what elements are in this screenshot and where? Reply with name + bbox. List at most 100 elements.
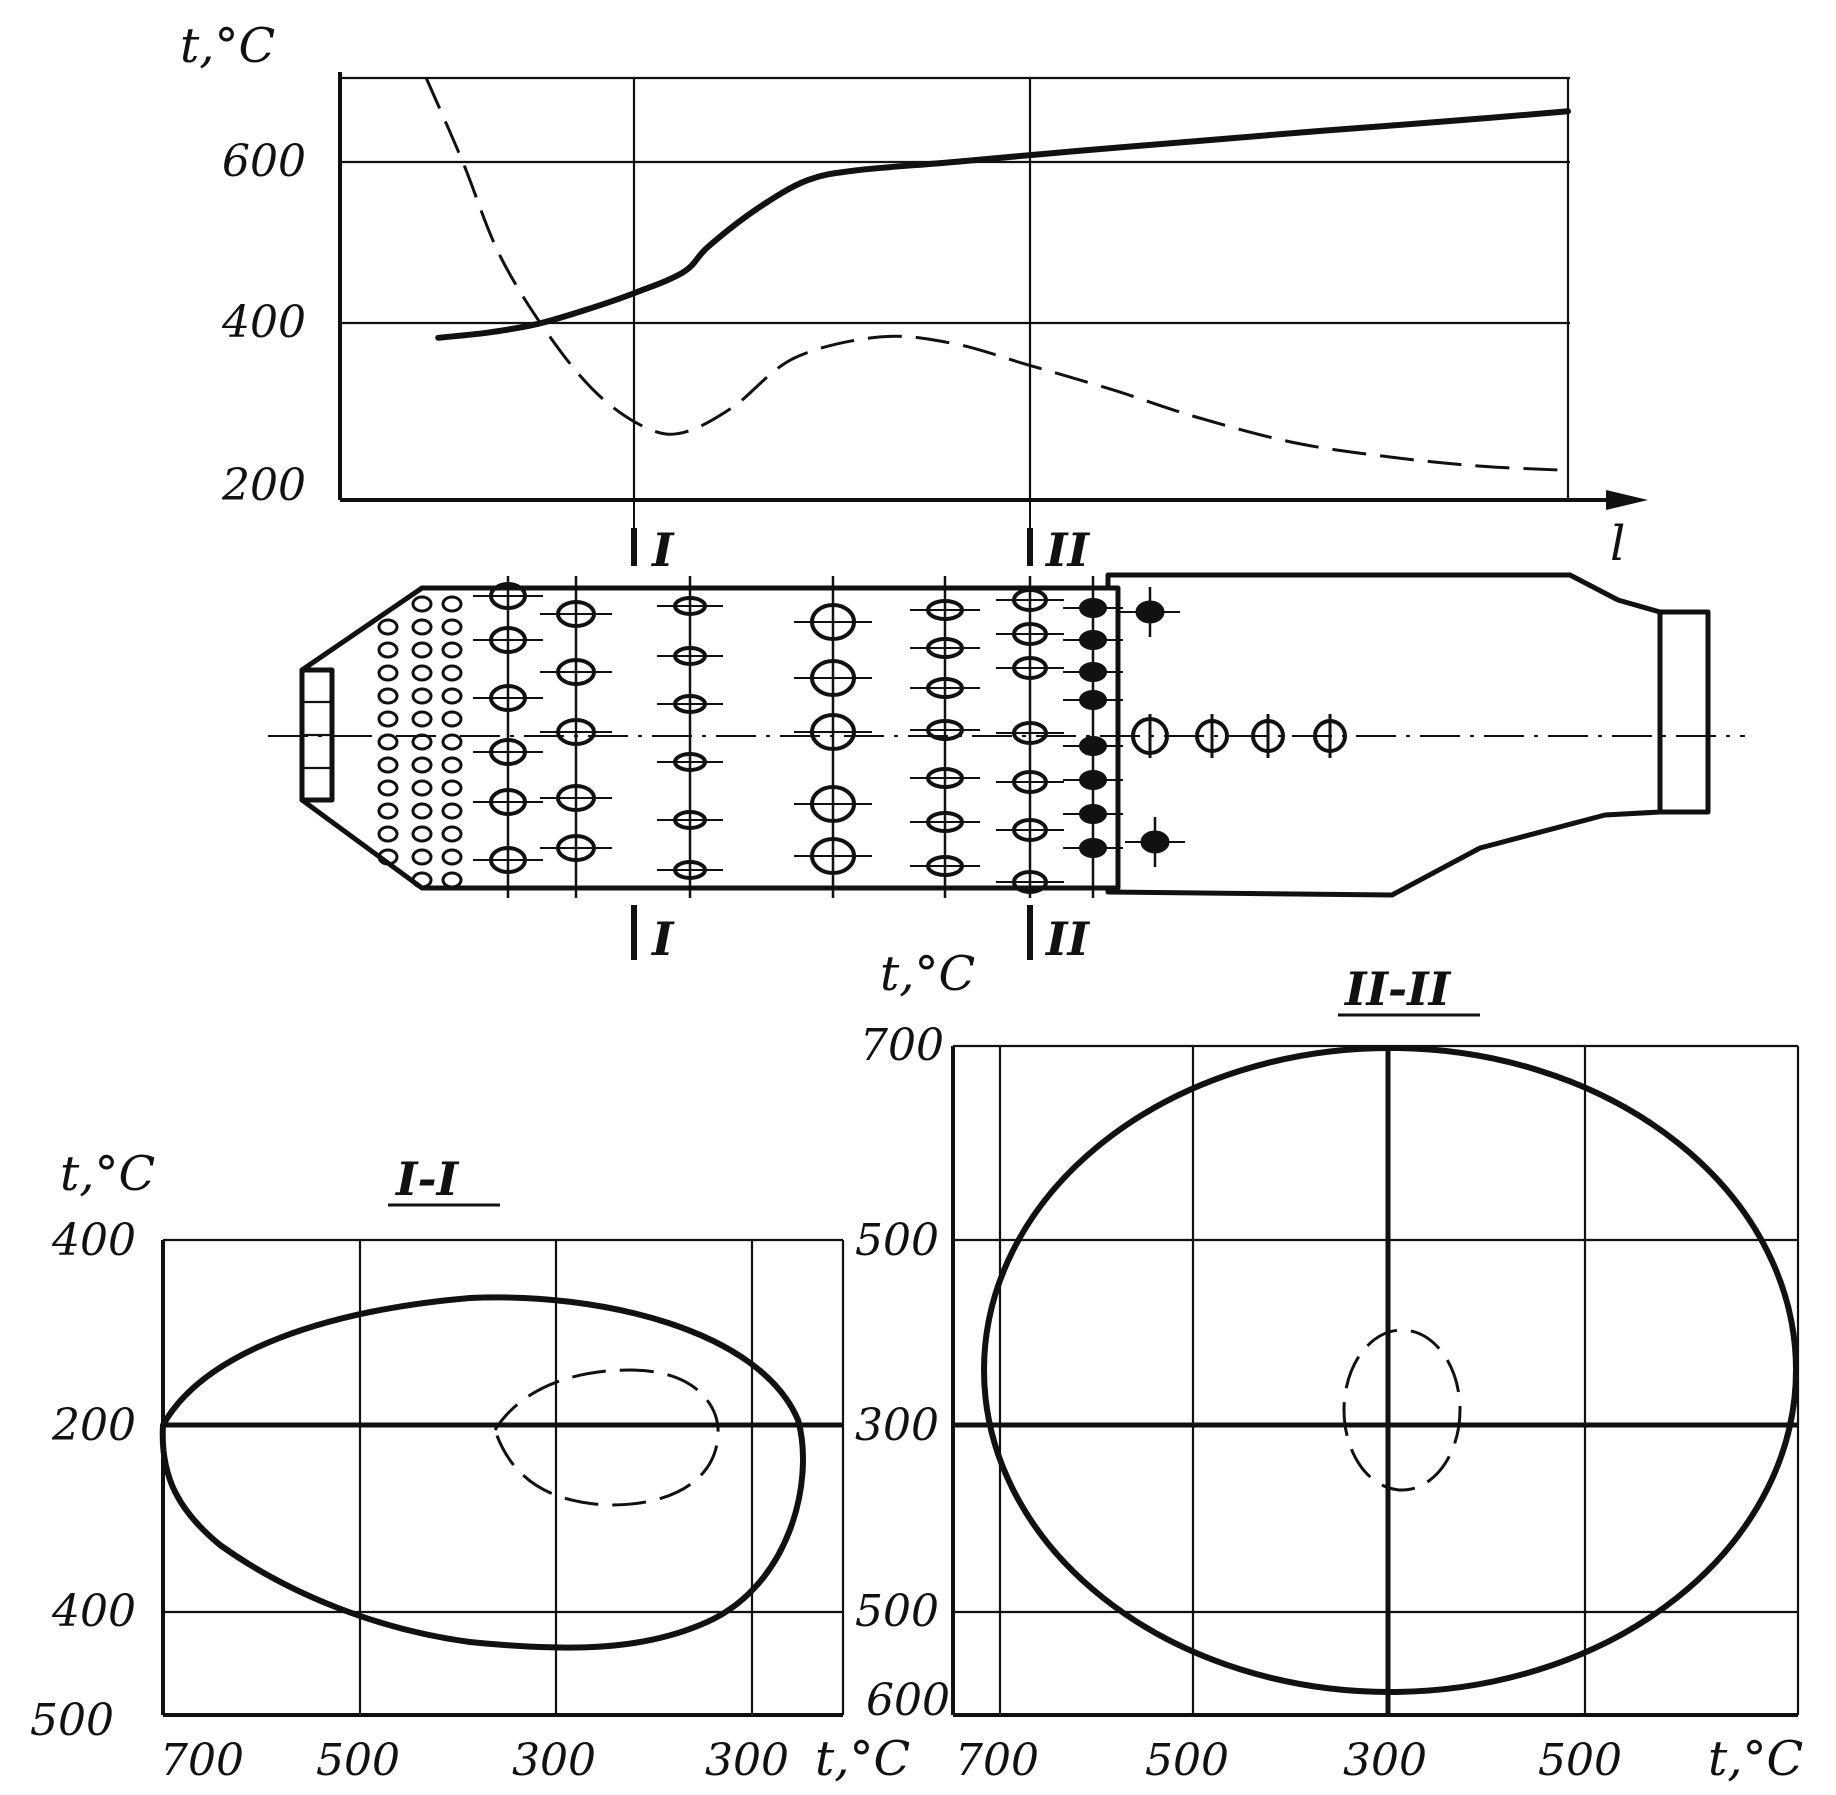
dilution-hole [810, 659, 856, 697]
combustor-schematic [268, 572, 1745, 898]
primary-hole [377, 756, 399, 774]
section-I-y-tick-200: 200 [51, 1400, 136, 1451]
primary-hole [377, 687, 399, 705]
duct-side-hole [1140, 830, 1170, 854]
dilution-hole [926, 855, 964, 877]
dilution-hole [489, 788, 527, 816]
section-I-x-tick-300-right: 300 [705, 1735, 789, 1786]
primary-hole [441, 848, 463, 866]
section-I-y-tick-400-bottom: 400 [51, 1586, 136, 1637]
primary-hole [411, 664, 433, 682]
section-II-y-tick-300: 300 [855, 1400, 939, 1451]
primary-hole [441, 687, 463, 705]
dilution-hole [1012, 622, 1048, 646]
section-I-grid [163, 1238, 845, 1715]
primary-hole [411, 871, 433, 889]
section-II-y-tick-600: 600 [866, 1675, 950, 1726]
section-II-chart: t,°C II-II 700 500 300 500 600 700 500 3… [855, 946, 1803, 1787]
dilution-hole [556, 784, 596, 812]
primary-hole [441, 641, 463, 659]
dilution-hole [673, 860, 707, 880]
dilution-hole [926, 767, 964, 789]
primary-hole [377, 802, 399, 820]
dilution-hole [489, 738, 527, 766]
section-I-y-title: t,°C [60, 1146, 155, 1202]
primary-hole [411, 618, 433, 636]
dilution-hole [673, 752, 707, 772]
dilution-hole [1079, 736, 1107, 756]
top-chart: t,°C 600 400 200 l [180, 18, 1648, 572]
dilution-hole [926, 677, 964, 699]
dilution-hole [926, 719, 964, 741]
section-I-label-bottom: I [650, 912, 675, 966]
dilution-hole [926, 811, 964, 833]
dilution-hole [1012, 870, 1048, 894]
section-II-x-title: t,°C [1708, 1731, 1803, 1787]
section-I-label-top: I [650, 523, 675, 577]
section-II-dashed-loop [1342, 1328, 1462, 1492]
section-I-y-tick-400-top: 400 [51, 1215, 136, 1266]
section-II-x-tick-700: 700 [955, 1735, 1039, 1786]
dilution-hole [1012, 588, 1048, 612]
dilution-hole [926, 637, 964, 659]
section-II-grid [953, 1044, 1800, 1715]
section-II-y-tick-500-bottom: 500 [855, 1586, 939, 1637]
dilution-hole [926, 599, 964, 621]
primary-hole [441, 664, 463, 682]
dilution-hole [489, 582, 527, 610]
section-II-title: II-II [1343, 962, 1452, 1016]
section-II-label-bottom: II [1044, 912, 1091, 966]
primary-hole [441, 595, 463, 613]
section-markers: I I II II [631, 500, 1091, 966]
section-I-chart: t,°C I-I 400 200 400 500 700 500 300 300… [30, 1146, 910, 1787]
dilution-hole [1079, 838, 1107, 858]
section-I-solid-loop [159, 1294, 806, 1651]
section-II-y-tick-500-top: 500 [855, 1215, 939, 1266]
dilution-hole [1079, 770, 1107, 790]
top-chart-grid [340, 76, 1570, 500]
primary-hole [411, 756, 433, 774]
dilution-hole [1012, 770, 1048, 794]
section-I-x-tick-300: 300 [512, 1735, 596, 1786]
primary-hole [441, 710, 463, 728]
top-chart-y-tick-400: 400 [221, 297, 306, 348]
top-chart-y-tick-200: 200 [221, 460, 306, 511]
primary-hole [441, 802, 463, 820]
primary-hole [441, 618, 463, 636]
section-II-x-tick-500-right: 500 [1538, 1735, 1622, 1786]
primary-hole [411, 802, 433, 820]
dilution-hole [810, 603, 856, 641]
primary-hole [441, 756, 463, 774]
section-II-y-title: t,°C [880, 946, 975, 1002]
primary-hole [411, 641, 433, 659]
section-I-dashed-loop [493, 1368, 720, 1507]
primary-hole [411, 825, 433, 843]
section-II-y-tick-700: 700 [860, 1020, 944, 1071]
dilution-hole [673, 810, 707, 830]
dilution-hole [673, 596, 707, 616]
section-I-x-tick-700: 700 [160, 1735, 244, 1786]
dilution-hole [1079, 690, 1107, 710]
dilution-hole [556, 834, 596, 862]
dilution-hole [810, 785, 856, 823]
dilution-hole [810, 837, 856, 875]
dilution-hole [1079, 804, 1107, 824]
dilution-hole [1079, 630, 1107, 650]
nozzle-flange [1657, 609, 1711, 815]
primary-hole [441, 825, 463, 843]
primary-hole [411, 595, 433, 613]
primary-hole [411, 779, 433, 797]
dilution-hole [556, 658, 596, 686]
primary-hole [377, 825, 399, 843]
dilution-hole [1079, 662, 1107, 682]
dilution-hole [556, 718, 596, 746]
dilution-hole [673, 694, 707, 714]
section-II-x-tick-500-left: 500 [1145, 1735, 1229, 1786]
section-I-x-tick-500: 500 [316, 1735, 400, 1786]
primary-hole [441, 871, 463, 889]
dilution-holes [377, 576, 1347, 898]
section-II-solid-loop [981, 1045, 1799, 1695]
primary-hole [411, 710, 433, 728]
top-chart-y-tick-600: 600 [222, 136, 306, 187]
